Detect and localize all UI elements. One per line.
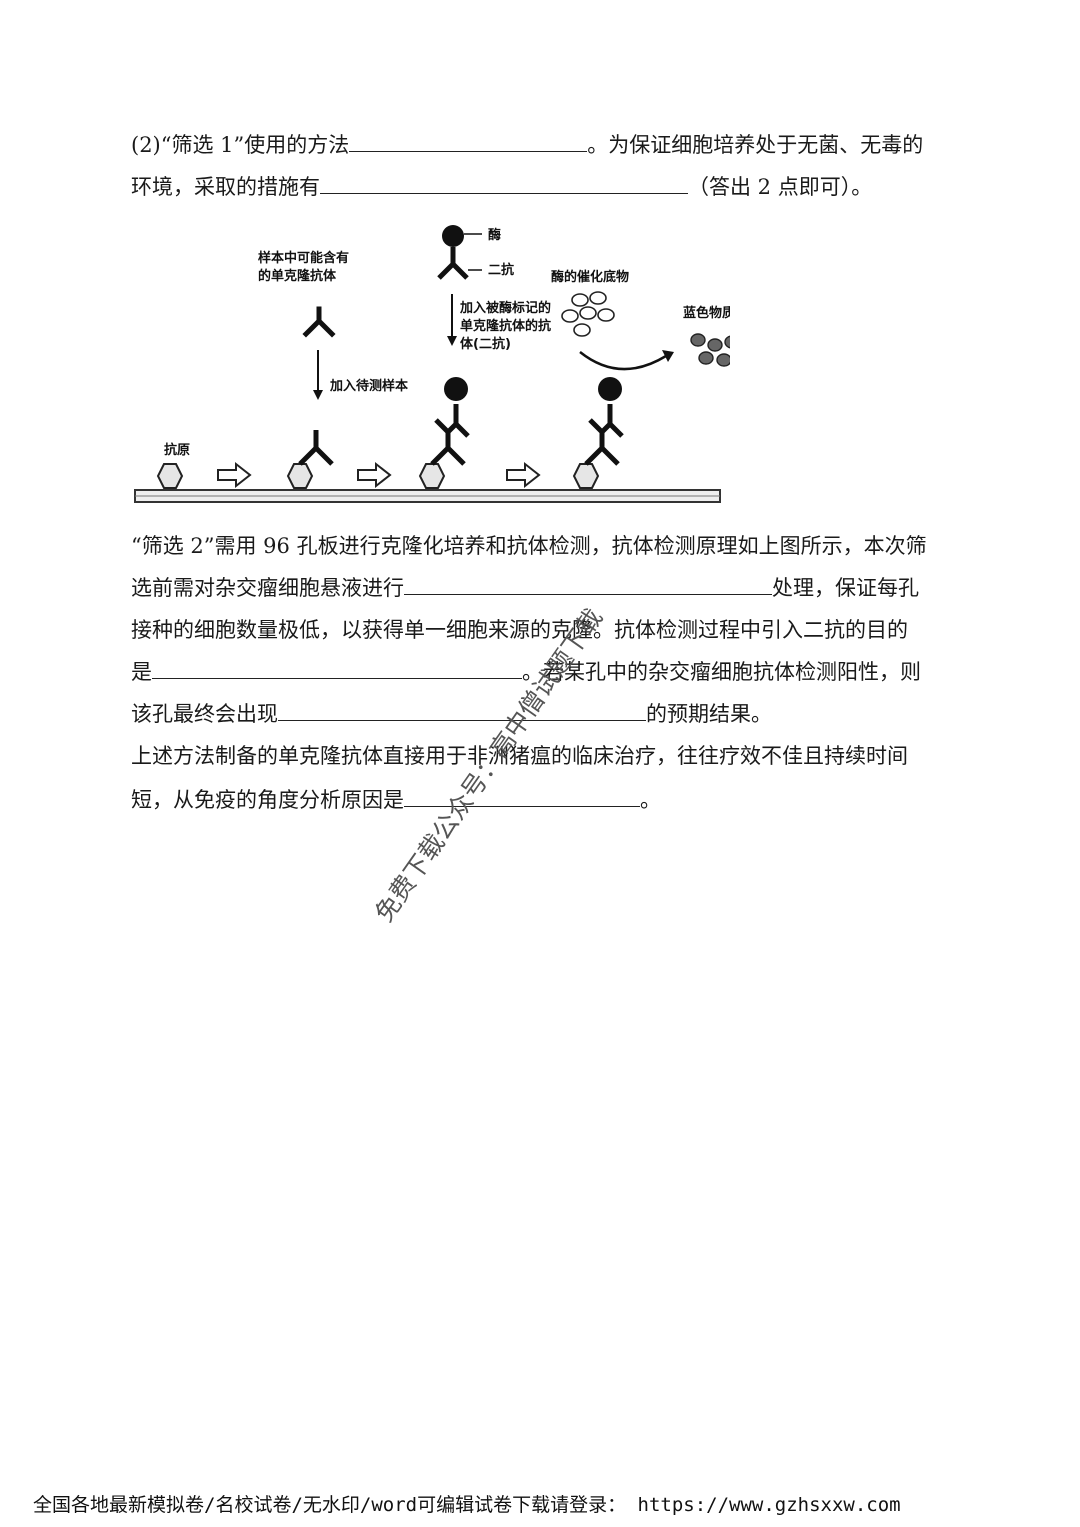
- enzyme-icon: [444, 377, 468, 401]
- paragraph-2-line-4: 是 。若某孔中的杂交瘤细胞抗体检测阳性，则: [131, 657, 921, 687]
- substrate-label: 酶的催化底物: [551, 269, 629, 285]
- answer-blank-purpose[interactable]: [152, 658, 522, 679]
- antigen-icon: [418, 463, 446, 489]
- text: 是: [131, 660, 152, 684]
- add-sample-label: 加入待测样本: [329, 378, 408, 394]
- antibody-sandwich-icon: [430, 404, 470, 466]
- paragraph-2-line-1: “筛选 2”需用 96 孔板进行克隆化培养和抗体检测，抗体检测原理如上图所示，本…: [131, 531, 927, 561]
- text: 处理，保证每孔: [772, 576, 919, 600]
- antibody-icon: [298, 430, 334, 466]
- text: 。若某孔中的杂交瘤细胞抗体检测阳性，则: [522, 660, 921, 684]
- text: 短，从免疫的角度分析原因是: [131, 788, 404, 812]
- paragraph-3-line-1: 上述方法制备的单克隆抗体直接用于非洲猪瘟的临床治疗，往往疗效不佳且持续时间: [131, 741, 908, 771]
- down-arrow-icon: [313, 350, 323, 400]
- add-secondary-label-1: 加入被酶标记的: [459, 300, 551, 316]
- enzyme-label: 酶: [488, 227, 501, 243]
- text: 该孔最终会出现: [131, 702, 278, 726]
- text: 接种的细胞数量极低，以获得单一细胞来源的克隆。抗体检测过程中引入二抗的目的: [131, 618, 908, 642]
- answer-blank-method[interactable]: [349, 131, 588, 152]
- antigen-icon: [572, 463, 600, 489]
- sample-label-2: 的单克隆抗体: [258, 268, 337, 284]
- curved-arrow-icon: [579, 350, 674, 371]
- text: 上述方法制备的单克隆抗体直接用于非洲猪瘟的临床治疗，往往疗效不佳且持续时间: [131, 744, 908, 768]
- secondary-antibody-icon: [437, 247, 469, 280]
- down-arrow-icon: [447, 294, 457, 346]
- paragraph-2-line-3: 接种的细胞数量极低，以获得单一细胞来源的克隆。抗体检测过程中引入二抗的目的: [131, 615, 908, 645]
- sample-label-1: 样本中可能含有: [258, 250, 349, 266]
- antibody-icon: [302, 306, 336, 338]
- step-arrow-icon: [506, 461, 541, 489]
- paragraph-3-line-2: 短，从免疫的角度分析原因是 。: [131, 785, 661, 815]
- paragraph-2-line-5: 该孔最终会出现 的预期结果。: [131, 699, 772, 729]
- step-arrow-icon: [217, 461, 252, 489]
- answer-blank-measures[interactable]: [320, 173, 688, 194]
- antigen-icon: [286, 463, 314, 489]
- question-2-line-1: (2)“筛选 1”使用的方法 。为保证细胞培养处于无菌、无毒的: [131, 130, 923, 160]
- secondary-label: 二抗: [488, 262, 514, 278]
- elisa-diagram: 抗原 样本中可能含有 的单克隆抗体 加入待测样本 酶 二抗 加入被酶标记的 单克…: [134, 225, 730, 503]
- step-arrow-icon: [357, 461, 392, 489]
- footer-link-text[interactable]: 全国各地最新模拟卷/名校试卷/无水印/word可编辑试卷下载请登录： https…: [33, 1494, 901, 1516]
- blue-product-label: 蓝色物质生成: [683, 305, 730, 321]
- text: 。为保证细胞培养处于无菌、无毒的: [587, 133, 924, 157]
- add-secondary-label-3: 体(二抗): [460, 336, 511, 352]
- text: 的预期结果。: [646, 702, 772, 726]
- antigen-label: 抗原: [164, 442, 190, 458]
- answer-blank-dilution[interactable]: [404, 574, 772, 595]
- answer-blank-result[interactable]: [278, 700, 646, 721]
- enzyme-icon: [442, 225, 464, 247]
- text: 环境，采取的措施有: [131, 175, 320, 199]
- text: （答出 2 点即可）。: [688, 175, 873, 199]
- antibody-sandwich-icon: [584, 404, 624, 466]
- answer-blank-reason[interactable]: [404, 786, 640, 807]
- paragraph-2-line-2: 选前需对杂交瘤细胞悬液进行 处理，保证每孔: [131, 573, 919, 603]
- substrate-icon: [561, 291, 615, 337]
- enzyme-icon: [598, 377, 622, 401]
- text: 选前需对杂交瘤细胞悬液进行: [131, 576, 404, 600]
- antigen-icon: [156, 463, 184, 489]
- text: 。: [640, 788, 661, 812]
- add-secondary-label-2: 单克隆抗体的抗: [460, 318, 551, 334]
- text: (2)“筛选 1”使用的方法: [131, 133, 350, 157]
- question-2-line-2: 环境，采取的措施有 （答出 2 点即可）。: [131, 172, 872, 202]
- product-icon: [690, 333, 730, 367]
- text: “筛选 2”需用 96 孔板进行克隆化培养和抗体检测，抗体检测原理如上图所示，本…: [131, 534, 927, 558]
